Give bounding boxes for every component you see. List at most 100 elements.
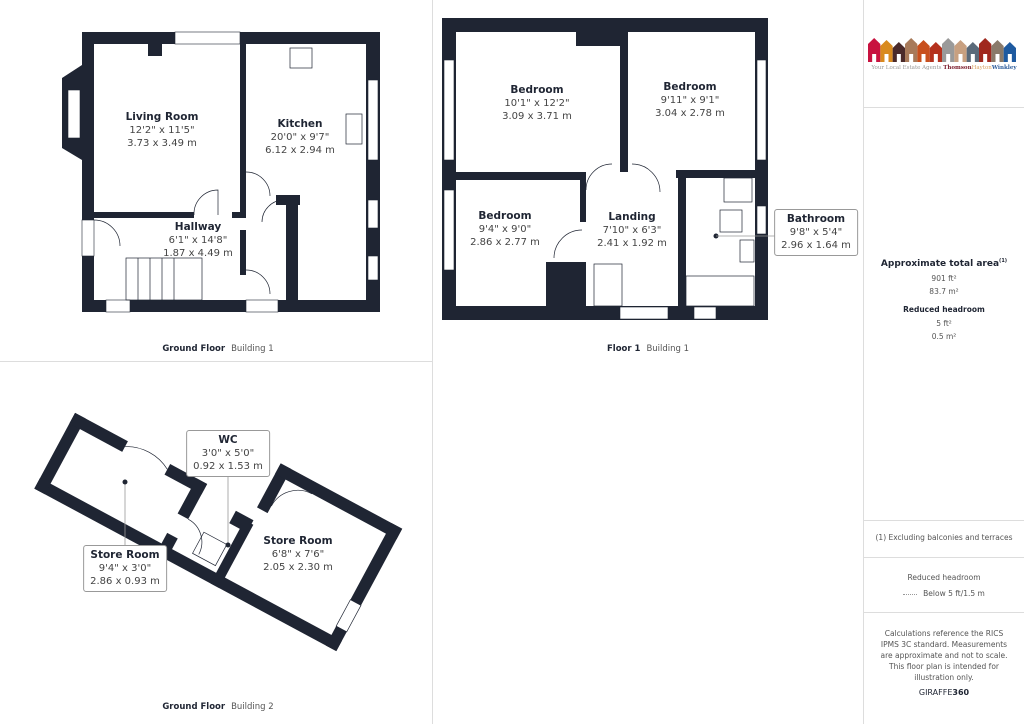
dotted-line-icon: [903, 593, 918, 595]
logo-house-door: [958, 54, 963, 62]
logo-house-door: [970, 54, 975, 62]
room-bedroom-1: Bedroom 10'1" x 12'2" 3.09 x 3.71 m: [502, 84, 572, 123]
room-kitchen: Kitchen 20'0" x 9'7" 6.12 x 2.94 m: [265, 118, 335, 157]
room-name: Bathroom: [786, 213, 846, 225]
brand-a: GIRAFFE: [918, 688, 953, 697]
b2-leader-lines: [124, 476, 229, 545]
logo-house-door: [933, 54, 938, 62]
room-metric: 2.86 x 2.77 m: [470, 237, 540, 248]
gf1-windows: [67, 31, 379, 313]
logo-house-door: [983, 54, 988, 62]
room-imperial: 3'0" x 5'0": [201, 448, 255, 459]
caption-ground-floor-b2: Ground Floor Building 2: [162, 702, 273, 712]
room-imperial: 12'2" x 11'5": [129, 125, 195, 136]
room-metric: 1.87 x 4.49 m: [163, 248, 233, 259]
room-imperial: 6'8" x 7'6": [271, 549, 325, 560]
room-metric: 2.86 x 0.93 m: [90, 576, 160, 587]
room-name: WC: [218, 434, 238, 446]
logo-brand-1: Thomson: [943, 65, 972, 71]
room-name: Bedroom: [478, 210, 532, 222]
room-imperial: 10'1" x 12'2": [504, 98, 570, 109]
floor-1-walls: [442, 18, 768, 320]
caption-ground-floor-b1: Ground Floor Building 1: [162, 344, 273, 354]
logo-house-door: [995, 54, 1000, 62]
footnote-marker: (1): [999, 258, 1008, 264]
room-name: Living Room: [125, 111, 199, 123]
logo-house: [1003, 42, 1016, 62]
logo-house: [966, 42, 979, 62]
room-metric: 2.96 x 1.64 m: [781, 240, 851, 251]
building-name: Building 2: [231, 702, 274, 712]
room-imperial: 9'8" x 5'4": [789, 227, 843, 238]
logo-house-door: [909, 54, 914, 62]
room-hallway: Hallway 6'1" x 14'8" 1.87 x 4.49 m: [163, 221, 233, 260]
total-area-m: 83.7 m²: [929, 287, 959, 296]
total-area-title: Approximate total area: [880, 259, 1000, 269]
logo-brand-3: Winkley: [991, 65, 1017, 71]
room-metric: 6.12 x 2.94 m: [265, 145, 335, 156]
room-name: Landing: [608, 211, 656, 223]
ground-floor-building-1-walls: [62, 32, 380, 312]
room-imperial: 9'4" x 9'0": [478, 224, 532, 235]
floor-name: Ground Floor: [162, 702, 226, 712]
gf1-doors-stairs: [93, 47, 363, 301]
room-metric: 0.92 x 1.53 m: [193, 461, 263, 472]
logo-house-door: [872, 54, 877, 62]
floor-name: Ground Floor: [162, 344, 226, 354]
room-store-room-2: Store Room 6'8" x 7'6" 2.05 x 2.30 m: [263, 535, 333, 574]
room-metric: 2.41 x 1.92 m: [597, 238, 667, 249]
logo-house-door: [884, 54, 889, 62]
room-metric: 3.09 x 3.71 m: [502, 111, 572, 122]
building-name: Building 1: [646, 344, 690, 354]
area-summary: Approximate total area(1) 901 ft² 83.7 m…: [864, 258, 1024, 341]
logo-house: [991, 40, 1004, 62]
reduced-headroom-m: 0.5 m²: [931, 332, 957, 341]
logo-house: [905, 38, 918, 62]
logo-house-door: [921, 54, 926, 62]
logo-tagline: Your Local Estate Agents: [871, 65, 942, 71]
logo-house-door: [1007, 54, 1012, 62]
logo-house: [942, 38, 955, 62]
logo-house-door: [896, 54, 901, 62]
legend-title: Reduced headroom: [907, 573, 981, 582]
logo-house: [892, 42, 905, 62]
room-name: Store Room: [90, 549, 160, 561]
reduced-headroom-title: Reduced headroom: [903, 305, 985, 314]
logo-house: [880, 40, 893, 62]
room-bedroom-3: Bedroom 9'4" x 9'0" 2.86 x 2.77 m: [470, 210, 540, 249]
legend-item-label: Below 5 ft/1.5 m: [923, 589, 985, 598]
floor-1-doors-fixtures: [553, 163, 755, 307]
room-name: Bedroom: [663, 81, 717, 93]
disclaimer: Calculations reference the RICS IPMS 3C …: [880, 629, 1008, 682]
legend-item: Below 5 ft/1.5 m: [864, 589, 1024, 598]
room-imperial: 20'0" x 9'7": [270, 132, 330, 143]
logo-house: [954, 40, 967, 62]
agent-logo-text: Your Local Estate Agents ThomsonHaytonWi…: [864, 65, 1024, 71]
room-name: Store Room: [263, 535, 333, 547]
logo-house: [868, 38, 881, 62]
room-name: Bedroom: [510, 84, 564, 96]
logo-house: [929, 42, 942, 62]
room-bathroom: Bathroom 9'8" x 5'4" 2.96 x 1.64 m: [774, 209, 858, 256]
room-name: Hallway: [174, 221, 222, 233]
logo-house: [979, 38, 992, 62]
room-wc: WC 3'0" x 5'0" 0.92 x 1.53 m: [186, 430, 270, 477]
room-bedroom-2: Bedroom 9'11" x 9'1" 3.04 x 2.78 m: [655, 81, 725, 120]
floor-1-windows: [443, 59, 767, 320]
logo-house: [917, 40, 930, 62]
giraffe360-logo: GIRAFFE360: [864, 688, 1024, 697]
room-imperial: 6'1" x 14'8": [168, 235, 228, 246]
room-metric: 3.04 x 2.78 m: [655, 108, 725, 119]
building-name: Building 1: [231, 344, 274, 354]
total-area-ft: 901 ft²: [931, 274, 957, 283]
room-metric: 2.05 x 2.30 m: [263, 562, 333, 573]
reduced-headroom-ft: 5 ft²: [936, 319, 952, 328]
room-imperial: 9'11" x 9'1": [660, 95, 720, 106]
room-name: Kitchen: [277, 118, 323, 130]
